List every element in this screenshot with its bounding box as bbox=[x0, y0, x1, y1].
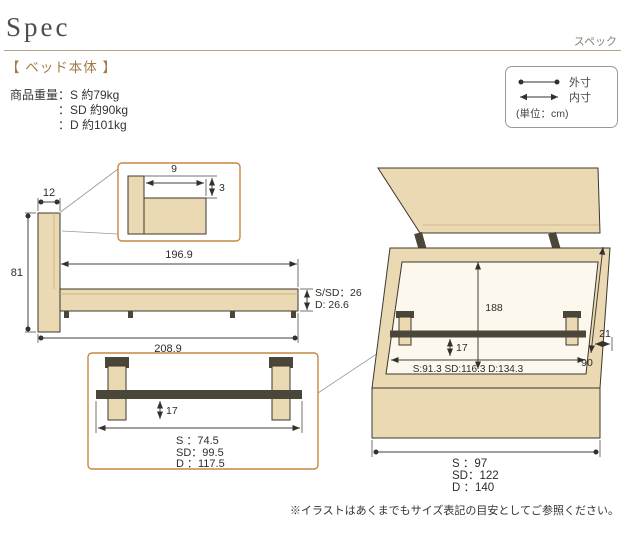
headboard bbox=[37, 212, 61, 333]
header-divider bbox=[4, 50, 621, 51]
bar-width-sd-label: SD：99.5 bbox=[176, 447, 224, 459]
legend-inner-row: 内寸 bbox=[516, 89, 609, 104]
support-bar-detail-callout: 17 S ：74.5 SD：99.5 D ：117.5 bbox=[87, 340, 397, 470]
dim-lip-label: 3 bbox=[219, 182, 225, 194]
outer-width-d-label: D ：140 bbox=[452, 482, 494, 494]
dim-inner-width-label: S:91.3 SD:116.3 D:134.3 bbox=[413, 364, 524, 375]
bar-width-d-label: D ：117.5 bbox=[176, 458, 225, 470]
dim-headboard-width-label: 12 bbox=[43, 187, 55, 199]
weight-line-2: ：SD 約90kg bbox=[58, 103, 129, 117]
bar-width-s-label: S ：74.5 bbox=[176, 435, 219, 447]
legend-outer-row: 外寸 bbox=[516, 74, 609, 89]
page-title: Spec bbox=[6, 12, 71, 42]
weight-line-1: 商品重量：S 約79kg bbox=[10, 88, 120, 102]
dim-platform-length-label: 196.9 bbox=[165, 249, 193, 261]
dim-bar-clearance-label: 17 bbox=[166, 405, 178, 417]
side-rail bbox=[59, 288, 299, 312]
lid-panel bbox=[377, 167, 601, 234]
detail-headboard-post bbox=[127, 175, 145, 235]
dim-bar-clearance2-label: 17 bbox=[456, 342, 468, 354]
storage-view-diagram: 188 17 S:91.3 SD:116.3 D:134.3 90 21 S ：… bbox=[371, 167, 613, 494]
legend-unit: (単位：cm) bbox=[516, 108, 569, 120]
detail-shelf bbox=[143, 197, 207, 235]
product-weight: 商品重量：S 約79kg ：SD 約90kg ：D 約101kg bbox=[10, 88, 128, 133]
dim-rail-height-s-label: S/SD：26 bbox=[315, 287, 362, 299]
weight-line-3: ：D 約101kg bbox=[58, 118, 127, 132]
dim-inner-length-label: 188 bbox=[485, 302, 503, 314]
rail-foot bbox=[230, 311, 235, 318]
storage-front-panel bbox=[371, 387, 601, 439]
dim-height-label: 81 bbox=[11, 267, 23, 279]
dim-shelf-depth-label: 9 bbox=[171, 163, 177, 175]
inner-post-cap bbox=[396, 311, 414, 318]
rail-foot bbox=[291, 311, 296, 318]
legend-outer-label: 外寸 bbox=[569, 76, 591, 89]
support-post-cap bbox=[269, 357, 293, 368]
inner-post-cap bbox=[563, 311, 581, 318]
outer-dim-icon bbox=[518, 79, 560, 84]
dim-total-length-label: 208.9 bbox=[154, 343, 182, 355]
footnote: ※イラストはあくまでもサイズ表記の目安としてご参照ください。 bbox=[289, 505, 619, 517]
legend-box: 外寸 内寸 (単位：cm) bbox=[505, 66, 618, 128]
support-post-cap bbox=[105, 357, 129, 368]
rail-foot bbox=[128, 311, 133, 318]
side-view-diagram: 12 81 196.9 208.9 bbox=[11, 187, 362, 355]
page-subtitle: スペック bbox=[573, 36, 617, 48]
callout-border-bottom bbox=[87, 352, 319, 470]
rail-foot bbox=[64, 311, 69, 318]
section-label: 【 ベッド本体 】 bbox=[6, 60, 118, 75]
outer-width-sd-label: SD：122 bbox=[452, 470, 499, 482]
support-bar bbox=[96, 390, 302, 399]
outer-width-s-label: S ：97 bbox=[452, 458, 487, 470]
dim-opening-label: 90 bbox=[581, 357, 593, 369]
inner-dim-icon bbox=[520, 93, 558, 100]
dim-rim-label: 21 bbox=[599, 328, 611, 340]
dim-rail-height-d-label: D: 26.6 bbox=[315, 299, 349, 311]
headboard-detail-callout: 9 3 bbox=[57, 162, 241, 242]
legend-inner-label: 内寸 bbox=[569, 91, 591, 104]
